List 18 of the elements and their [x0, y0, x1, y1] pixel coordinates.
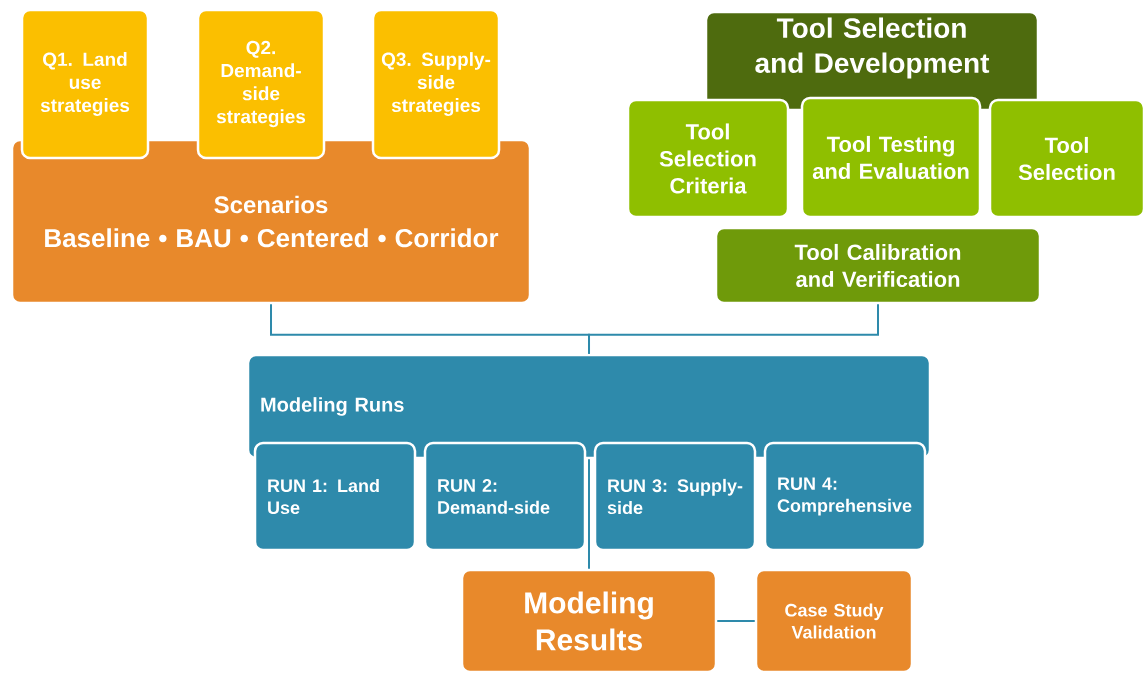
- question-box: Q2. Demand-side strategies: [196, 8, 326, 160]
- question-box: Q3. Supply-side strategies: [371, 8, 501, 160]
- process-box: Tool Selection: [988, 98, 1146, 219]
- process-box: Case Study Validation: [754, 568, 914, 674]
- process-box: Tool Testing and Evaluation: [800, 96, 982, 219]
- run-box: RUN 2: Demand-side: [423, 441, 587, 552]
- connector-line: [588, 458, 590, 570]
- run-box: RUN 1: Land Use: [253, 441, 417, 552]
- connector-line: [716, 620, 756, 622]
- process-box: Tool Calibration and Verification: [714, 226, 1042, 305]
- process-box: Tool Selection and Development: [704, 10, 1040, 112]
- result-box: Modeling Results: [460, 568, 718, 674]
- run-box: RUN 3: Supply-side: [593, 441, 757, 552]
- process-box: Tool Selection Criteria: [626, 98, 790, 219]
- scenario-box: Scenarios Baseline • BAU • Centered • Corridor: [10, 138, 532, 305]
- run-box: RUN 4: Comprehensive: [763, 441, 927, 552]
- question-box: Q1. Land use strategies: [20, 8, 150, 160]
- connector-line: [588, 303, 879, 355]
